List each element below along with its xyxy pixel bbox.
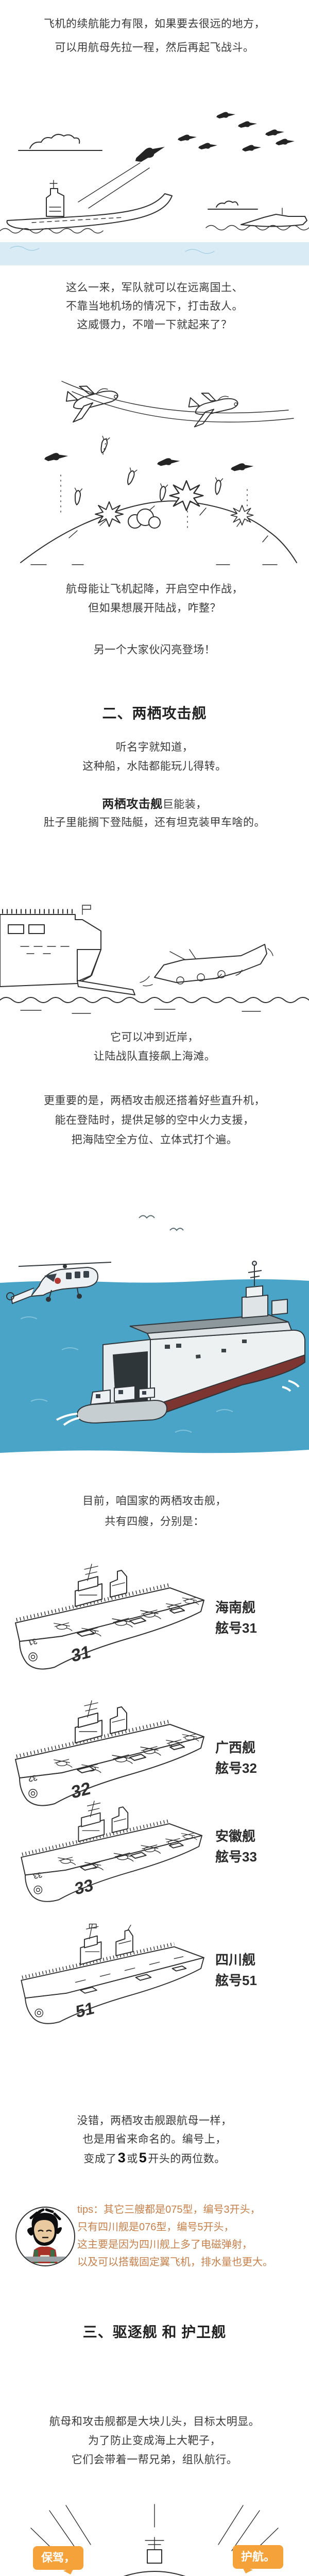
lhd-capacity-line1: 两栖攻击舰巨能装， [102,797,207,810]
fleet-formation-illustration [30,2504,279,2576]
lhd-intro-line1: 听名字就知道， [115,741,194,753]
carrier-launch-illustration [0,112,309,265]
tips-line4: 以及可以搭载固定翼飞机，排水量也更大。 [77,2257,273,2268]
author-avatar [15,2207,75,2266]
lhd-anhui-label: 安徽舰舷号33 [215,1828,257,1865]
tips-line1: tips：其它三艘都是075型，编号3开头， [77,2204,261,2215]
naming-line2: 也是用省来命名的。编号上， [82,2133,227,2145]
svg-text:31: 31 [71,1642,92,1666]
deterrence-line2: 不靠当地机场的情况下，打击敌人。 [66,300,243,312]
fleet-intro-line2: 共有四艘，分别是： [105,1516,204,1528]
deterrence-line3: 这威慑力，不噌一下就起来了？ [77,319,232,331]
intro-line1: 飞机的续航能力有限，如果要去很远的地方， [44,18,265,30]
deterrence-line1: 这么一来，军队就可以在远离国土、 [66,282,243,294]
section2-title: 二、两栖攻击舰 [102,705,207,721]
lhd-guangxi-illustration: 32 32 [15,1700,204,1806]
svg-text:32: 32 [26,1773,39,1784]
lhd-heli-line3: 把海陆空全方位、立体式打个遍。 [71,1134,238,1146]
lhd-anhui-illustration: 33 33 [21,1801,202,1902]
entrance-line: 另一个大家伙闪亮登场！ [93,644,216,656]
helicopter-icon [6,1262,112,1304]
avatar-illustration [16,2208,72,2263]
svg-text:31: 31 [26,1636,39,1647]
question-line2: 但如果想展开陆战，咋整？ [88,602,221,614]
lhd-guangxi-label: 广西舰舷号32 [215,1740,257,1776]
intro-line2: 可以用航母先拉一程，然后再起飞战斗。 [55,42,254,54]
tips-line3: 这主要是因为四川舰上多了电磁弹射， [77,2239,252,2250]
lhd-hainan-illustration: 31 31 [15,1564,204,1670]
svg-text:33: 33 [32,1870,44,1880]
tips-line2: 只有四川舰是076型，编号5开头， [77,2222,234,2233]
naming-line3: 变成了3或5开头的两位数。 [83,2150,226,2165]
section3-title: 三、驱逐舰 和 护卫舰 [82,2324,227,2340]
svg-text:51: 51 [75,1998,95,2022]
escort-line2: 为了防止变成海上大靶子， [88,2435,221,2447]
carrier-bow-face [123,2537,186,2576]
escort-line1: 航母和攻击舰都是大块儿头，目标太明显。 [49,2416,260,2428]
speech-bubble-baojia: 保驾， [33,2546,84,2570]
question-line1: 航母能让飞机起降，开启空中作战， [66,583,243,595]
escort-line3: 它们会带着一帮兄弟，组队航行。 [71,2454,238,2466]
svg-text:33: 33 [74,1875,94,1899]
fleet-intro-line1: 目前，咱国家的两栖攻击舰， [82,1495,227,1507]
color-lhd-illustration [0,1215,309,1453]
lhd-capacity-line2: 肚子里能搁下登陆艇，还有坦克装甲车啥的。 [44,817,265,828]
tips-box: tips：其它三艘都是075型，编号3开头， 只有四川舰是076型，编号5开头，… [77,2201,304,2271]
svg-text:32: 32 [71,1778,92,1803]
lhd-sichuan-illustration: 51 [21,1923,204,2024]
speech-bubble-huhang: 护航。 [233,2545,284,2569]
lhd-beach-line1: 它可以冲到近岸， [110,1031,199,1043]
lhd-intro-line2: 这种船，水陆都能玩儿得转。 [82,760,227,772]
airstrike-illustration [20,379,297,565]
lhd-heli-line2: 能在登陆时，提供足够的空中火力支援， [55,1114,254,1126]
lhd-heli-line1: 更重要的是，两栖攻击舰还搭着好些直升机， [44,1095,265,1107]
lhd-hainan-label: 海南舰舷号31 [215,1600,257,1636]
lhd-sichuan-label: 四川舰舷号51 [215,1952,257,1988]
stern-ramp-illustration [0,905,309,1014]
lhd-beach-line2: 让陆战队直接飙上海滩。 [93,1050,216,1062]
naming-line1: 没错，两栖攻击舰跟航母一样， [77,2115,232,2127]
hovercraft-icon [56,1385,168,1426]
